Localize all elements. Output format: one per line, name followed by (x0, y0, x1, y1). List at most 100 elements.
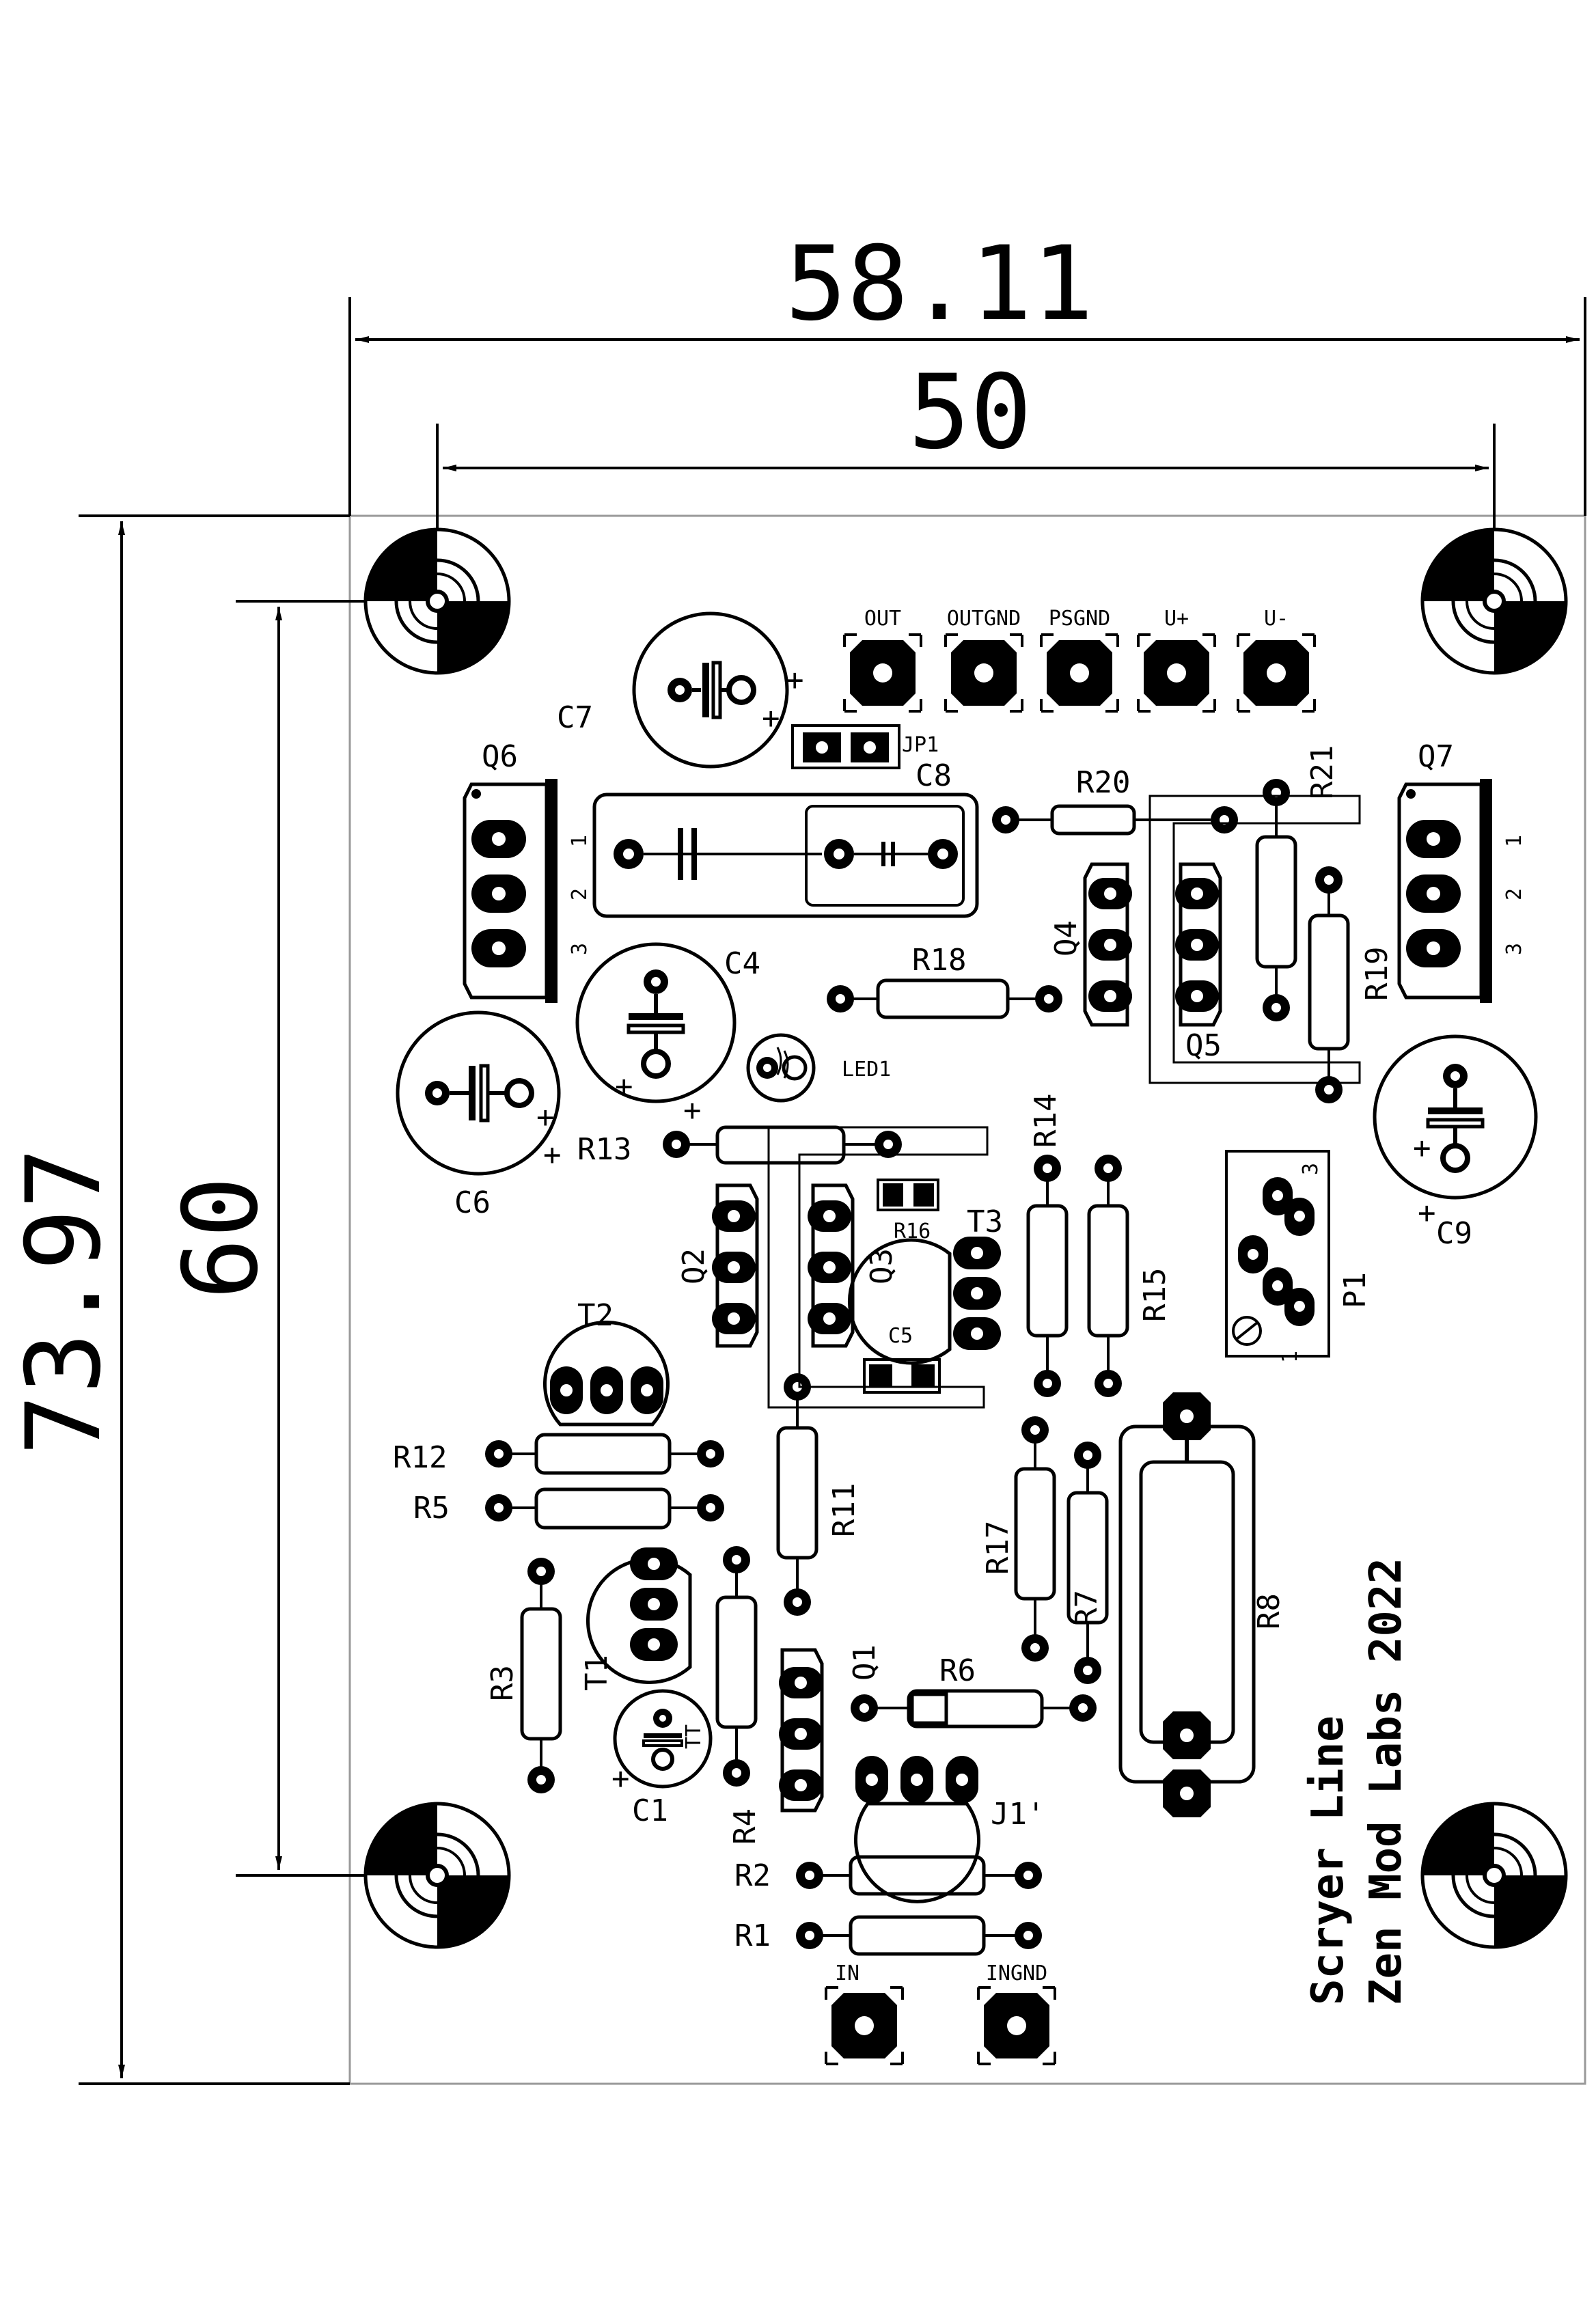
connector-j1 (854, 1756, 980, 1903)
board-title-line1: Scryer Line (1303, 1716, 1353, 2005)
dimension-height-holes-label: 60 (162, 1176, 281, 1300)
q7-pin-3: 3 (1502, 943, 1526, 955)
resistor-r3 (520, 1558, 562, 1793)
pad-in-label: IN (835, 1961, 859, 1985)
transistor-t2 (543, 1321, 670, 1427)
q7-pin-1: 1 (1502, 835, 1526, 847)
resistor-r5 (485, 1487, 724, 1530)
label-c6: C6 (454, 1185, 491, 1220)
label-q4: Q4 (1049, 920, 1084, 956)
label-tt: TT (682, 1724, 706, 1749)
pad-psgnd (1040, 633, 1119, 713)
label-c9: C9 (1436, 1216, 1472, 1251)
label-q6: Q6 (482, 739, 518, 774)
label-r20: R20 (1076, 765, 1130, 800)
mounting-hole-top-left (363, 527, 511, 675)
pad-ingnd-label: INGND (986, 1961, 1047, 1985)
label-c5: C5 (888, 1324, 913, 1348)
c7-plus-inner: + (762, 701, 780, 736)
label-r15: R15 (1138, 1268, 1172, 1322)
resistor-r18 (827, 978, 1062, 1019)
label-j1: J1' (991, 1797, 1045, 1832)
r13-plus-left: + (543, 1138, 562, 1172)
p1-pin-3: 3 (1299, 1163, 1323, 1175)
resistor-r19 (1308, 866, 1350, 1103)
transistor-q5 (1175, 862, 1222, 1027)
label-r8: R8 (1252, 1593, 1287, 1629)
resistor-r13 (663, 1125, 902, 1165)
transistor-t1 (586, 1547, 692, 1684)
c7-plus-outer: + (786, 663, 804, 698)
pad-u-minus (1237, 633, 1316, 713)
label-t3: T3 (967, 1204, 1003, 1239)
board-outline (348, 514, 1586, 2085)
q7-pin-2: 2 (1502, 888, 1526, 900)
c1-plus: + (611, 1761, 630, 1796)
resistor-r16 (877, 1179, 939, 1211)
capacitor-c7 (632, 611, 789, 769)
capacitor-c5 (863, 1358, 941, 1394)
dimension-height-overall-label: 73.97 (5, 1147, 124, 1456)
label-t2: T2 (577, 1298, 614, 1333)
label-c4: C4 (724, 946, 760, 981)
transistor-q4 (1083, 862, 1132, 1027)
label-r3: R3 (485, 1665, 520, 1701)
label-p1: P1 (1338, 1272, 1373, 1308)
pad-u-plus (1137, 633, 1216, 713)
pad-ingnd (977, 1986, 1056, 2065)
label-jp1: JP1 (902, 733, 939, 757)
board-title-line2: Zen Mod Labs 2022 (1361, 1558, 1412, 2005)
resistor-r14 (1026, 1155, 1069, 1397)
capacitor-c6 (396, 1010, 561, 1176)
label-r17: R17 (980, 1521, 1015, 1575)
resistor-r12 (485, 1433, 724, 1475)
potentiometer-p1 (1225, 1150, 1330, 1358)
label-q5: Q5 (1185, 1028, 1222, 1063)
transistor-q2 (712, 1183, 759, 1348)
resistor-r20 (992, 804, 1238, 836)
pad-out (843, 633, 922, 713)
c6-plus: + (536, 1100, 555, 1135)
pad-psgnd-label: PSGND (1049, 607, 1110, 631)
q6-pin-1: 1 (568, 835, 592, 847)
mounting-hole-bottom-left (363, 1802, 511, 1949)
resistor-r21 (1255, 779, 1297, 1021)
mounting-hole-bottom-right (1420, 1802, 1568, 1949)
label-r12: R12 (393, 1440, 447, 1475)
resistor-r7 (1067, 1442, 1109, 1684)
dimension-width-overall-label: 58.11 (785, 225, 1094, 344)
resistor-r8 (1118, 1392, 1256, 1817)
label-r7: R7 (1069, 1590, 1104, 1626)
dimension-height-overall (79, 514, 350, 2085)
mounting-hole-top-right (1420, 527, 1568, 675)
label-c7: C7 (557, 700, 593, 735)
transistor-q6 (463, 779, 558, 1003)
label-r16: R16 (894, 1220, 931, 1243)
label-r13: R13 (577, 1132, 631, 1167)
capacitor-c9 (1373, 1034, 1538, 1200)
label-c8: C8 (916, 758, 952, 793)
label-r21: R21 (1305, 745, 1340, 799)
p1-pin-1: 1 (1278, 1351, 1302, 1363)
label-q2: Q2 (676, 1248, 711, 1284)
pad-outgnd (944, 633, 1023, 713)
label-r2: R2 (734, 1858, 771, 1893)
label-c1: C1 (632, 1793, 668, 1828)
transistor-q3 (808, 1183, 855, 1348)
r13-plus-top: + (683, 1093, 702, 1128)
label-t1: T1 (579, 1655, 614, 1691)
resistor-r6 (851, 1689, 1097, 1728)
capacitor-c8 (592, 793, 979, 918)
label-r19: R19 (1360, 947, 1394, 1001)
pad-in (825, 1986, 904, 2065)
resistor-r1 (796, 1915, 1042, 1956)
label-r6: R6 (939, 1653, 976, 1688)
label-q1: Q1 (847, 1644, 882, 1681)
q6-pin-3: 3 (568, 943, 592, 955)
dimension-width-holes-label: 50 (909, 353, 1032, 472)
label-r11: R11 (827, 1483, 862, 1537)
label-r18: R18 (912, 943, 966, 978)
label-r5: R5 (413, 1491, 450, 1526)
jumper-jp1 (791, 724, 900, 769)
